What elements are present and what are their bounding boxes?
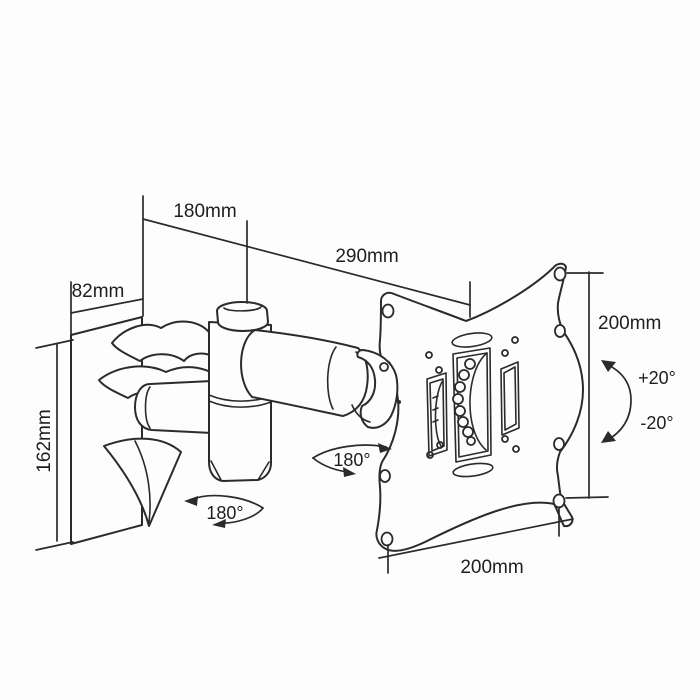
right-slot [500,361,520,436]
bottom-slot-ellipse [452,462,494,478]
dimension-162mm [35,339,74,551]
label-wall-plate-height: 162mm [34,409,55,472]
top-slot-ellipse [451,332,493,348]
label-arm-reach: 180mm [173,201,236,222]
label-wall-plate-width: 82mm [72,281,125,302]
vesa-plate [375,262,584,552]
label-vesa-width: 200mm [460,557,523,578]
dimension-200mm-vertical [565,271,609,499]
left-slot [426,372,448,457]
dimension-180-290mm [142,195,471,318]
base-swivel-arrow [184,494,264,528]
label-tilt-down: -20° [640,413,673,433]
pivot-column-cap [216,301,269,332]
wall-arm-tube [134,380,213,434]
dimension-82mm [70,281,144,337]
central-slot [452,347,492,463]
label-arm-swivel: 180° [333,450,370,470]
dimension-200mm-horizontal [378,506,574,574]
label-vesa-height: 200mm [598,313,661,334]
bracket-fan [103,437,182,527]
swivel-clamp [351,349,401,429]
label-base-swivel: 180° [206,503,243,523]
label-total-extension: 290mm [335,246,398,267]
arm-swivel-arrow [312,443,392,477]
tilt-rotation-arc [601,360,632,443]
label-tilt-up: +20° [638,368,676,388]
